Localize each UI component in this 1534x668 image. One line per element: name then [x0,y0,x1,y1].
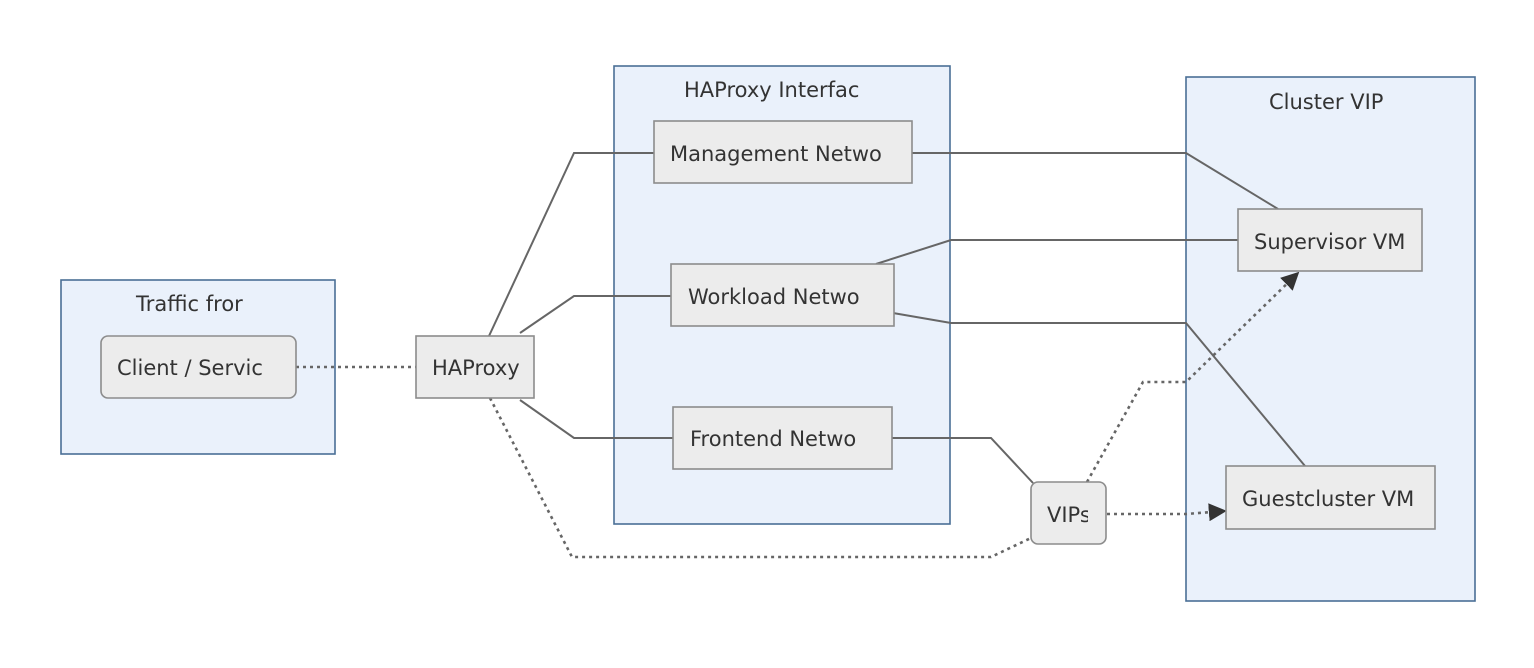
node-client-service-label: Client / Servic [117,356,263,380]
edge-haproxy-workload [519,295,671,334]
node-frontend-network[interactable]: Frontend Netwo [672,406,893,470]
edge-frontend-vips [892,437,1034,484]
edge-workload-supervisor [875,239,1238,265]
node-supervisor-vm[interactable]: Supervisor VM [1237,208,1423,272]
edge-haproxy-frontend [519,399,673,439]
edge-vips-guestcluster [1107,503,1227,522]
node-haproxy[interactable]: HAProxy [415,335,535,399]
node-supervisor-vm-label: Supervisor VM [1254,230,1405,254]
node-vips[interactable]: VIPs [1030,481,1107,545]
cluster-traffic-title: Traffic fror [135,292,243,316]
node-haproxy-label: HAProxy [432,356,520,380]
node-workload-network-label: Workload Netwo [688,285,860,309]
edge-haproxy-management [488,152,654,337]
node-management-network[interactable]: Management Netwo [653,120,913,184]
edge-vips-supervisor [1085,271,1300,483]
edge-workload-guestcluster [892,312,1306,467]
node-client-service[interactable]: Client / Servic [100,335,297,399]
node-guestcluster-vm[interactable]: Guestcluster VM [1225,465,1436,530]
node-frontend-network-label: Frontend Netwo [690,427,856,451]
node-guestcluster-vm-label: Guestcluster VM [1242,487,1414,511]
node-workload-network[interactable]: Workload Netwo [670,263,895,327]
cluster-cluster-vip-title: Cluster VIP [1269,90,1383,114]
cluster-haproxy-interfaces-title: HAProxy Interfac [684,78,859,102]
edge-management-supervisor [912,152,1279,210]
node-management-network-label: Management Netwo [670,142,882,166]
node-vips-label: VIPs [1047,503,1091,527]
